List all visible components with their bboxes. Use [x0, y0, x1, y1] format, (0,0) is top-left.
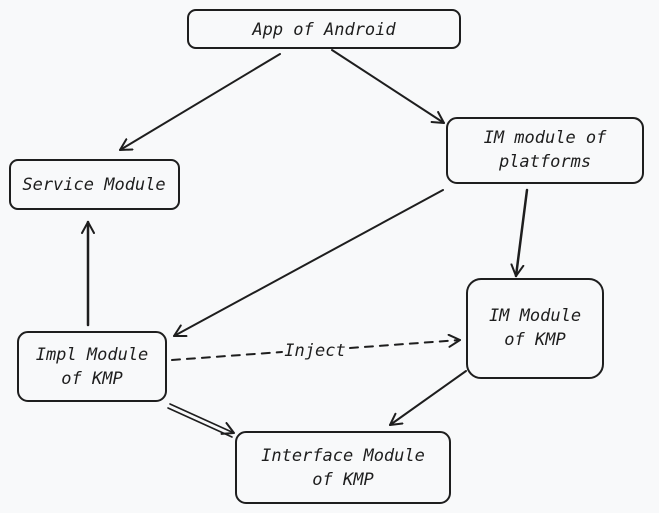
node-impl-kmp-label-line2: of KMP: [61, 369, 122, 389]
node-interface-kmp-box: [235, 431, 451, 504]
node-im-kmp-box: [466, 278, 604, 379]
edge-im-platforms-to-impl-kmp: [173, 189, 444, 338]
node-im-kmp-label-line2: of KMP: [504, 330, 565, 350]
node-app-android-label: App of Android: [251, 20, 396, 40]
edge-app-to-im-platforms: [331, 49, 445, 124]
edge-inject-dashed-right: [349, 333, 461, 349]
edge-impl-to-interface-a: [167, 407, 233, 438]
edge-impl-to-interface-b: [169, 403, 235, 435]
node-service-module-label: Service Module: [22, 175, 165, 195]
edge-app-to-service: [119, 53, 281, 151]
node-interface-kmp-label-line1: Interface Module: [261, 446, 425, 466]
node-im-platforms-label-line2: platforms: [498, 152, 591, 172]
node-im-platforms-box: [446, 117, 644, 184]
edge-im-platforms-to-im-kmp: [510, 188, 529, 278]
node-service-module-box: [9, 159, 180, 210]
node-im-platforms-label-line1: IM module of: [484, 128, 608, 148]
node-impl-kmp-box: [17, 331, 167, 402]
edge-inject-label: Inject: [284, 341, 345, 361]
node-impl-kmp-label-line1: Impl Module: [36, 345, 149, 365]
node-app-android-box: [187, 9, 461, 49]
node-im-kmp-label-line1: IM Module: [489, 306, 581, 326]
edge-im-kmp-to-interface: [389, 370, 467, 426]
node-interface-kmp-label-line2: of KMP: [312, 470, 373, 490]
edge-inject-dashed-left: [171, 351, 283, 361]
